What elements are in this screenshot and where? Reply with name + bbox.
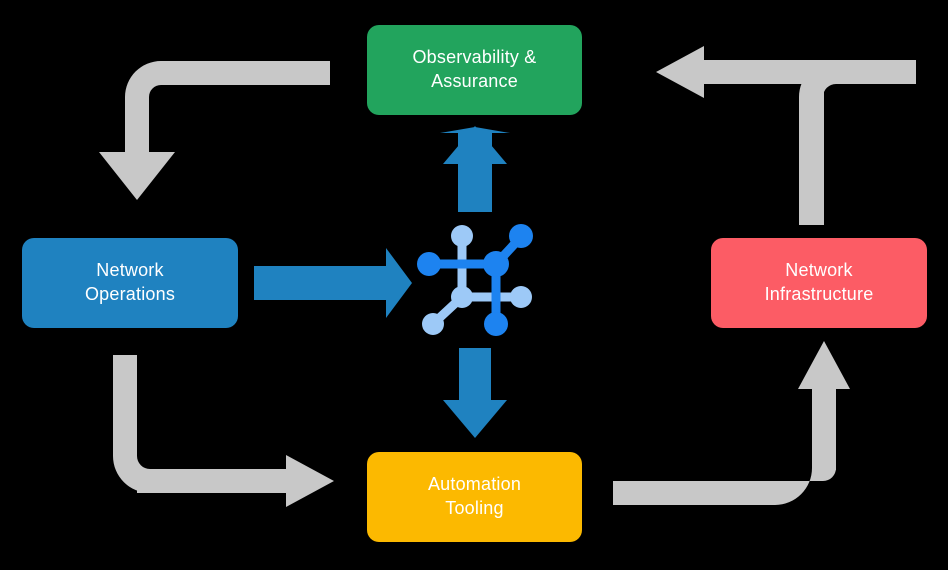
- arrow-infrastructure-to-observability-head: [656, 46, 704, 98]
- arrow-infrastructure-segment: [700, 60, 916, 84]
- arrow-automation-to-infrastructure-head: [798, 341, 850, 389]
- network-topology-icon: [417, 224, 533, 336]
- node-box-observability[interactable]: Observability & Assurance: [367, 25, 582, 115]
- arrow-center-to-automation-head: [443, 400, 507, 438]
- arrow-center-to-observability-head: [443, 126, 507, 164]
- node-box-automation-tooling[interactable]: Automation Tooling: [367, 452, 582, 542]
- arrow-center-to-automation-shaft: [459, 348, 491, 400]
- node-bottom-dark: [484, 312, 508, 336]
- arrow-infrastructure-to-observability-body: [799, 60, 914, 225]
- arrow-infrastructure-to-observability: [800, 61, 948, 225]
- arrow-observability-to-operations: [99, 61, 330, 200]
- arrow-automation-to-infrastructure-body: [613, 385, 836, 505]
- arrow-operations-segment: [137, 469, 292, 493]
- node-mid-light: [451, 286, 473, 308]
- node-box-network-infrastructure[interactable]: Network Infrastructure: [711, 238, 927, 328]
- arrow-operations-to-automation-body: [113, 355, 290, 493]
- arrow-operations-to-center: [254, 248, 412, 318]
- node-topright-dark: [509, 224, 533, 248]
- arrow-automation-vertical-segment: [812, 385, 836, 470]
- node-hub-dark: [483, 251, 509, 277]
- arrow-center-to-observability: [440, 127, 510, 212]
- node-left-dark: [417, 252, 441, 276]
- node-top-light: [451, 225, 473, 247]
- node-right-light: [510, 286, 532, 308]
- arrow-center-to-observability-shaft: [459, 160, 491, 212]
- node-box-network-operations[interactable]: Network Operations: [22, 238, 238, 328]
- arrow-operations-to-automation-head: [286, 455, 334, 507]
- node-bottomleft-light: [422, 313, 444, 335]
